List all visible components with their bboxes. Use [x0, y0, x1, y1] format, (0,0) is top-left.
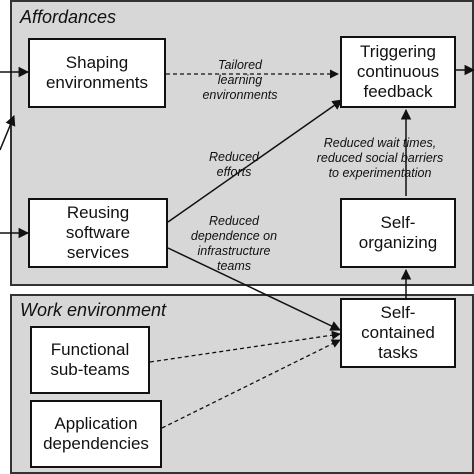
work-environment-title: Work environment — [20, 300, 167, 320]
node-shaping-environments: Shaping environments — [28, 38, 166, 108]
affordances-title: Affordances — [20, 7, 117, 27]
arrow-functional-selfcontained — [149, 330, 341, 363]
arrow-application-selfcontained — [161, 339, 341, 429]
node-self-organizing: Self- organizing — [340, 198, 456, 268]
node-functional-sub-teams: Functional sub-teams — [30, 326, 150, 394]
arrow-incoming-diagonal — [0, 115, 16, 151]
label-tailored-learning-environments: Tailored learning environments — [202, 58, 278, 102]
label-reduced-efforts: Reduced efforts — [208, 150, 260, 179]
node-application-dependencies: Application dependencies — [30, 400, 162, 468]
arrow-reusing-selfcontained — [167, 247, 341, 331]
arrow-reusing-triggering — [167, 99, 343, 223]
node-triggering-continuous-feedback: Triggering continuous feedback — [340, 36, 456, 108]
label-reduced-wait-times: Reduced wait times, reduced social barri… — [316, 136, 444, 180]
label-reduced-dependence: Reduced dependence on infrastructure tea… — [190, 214, 278, 273]
node-reusing-software-services: Reusing software services — [28, 198, 168, 268]
node-self-contained-tasks: Self- contained tasks — [340, 298, 456, 368]
